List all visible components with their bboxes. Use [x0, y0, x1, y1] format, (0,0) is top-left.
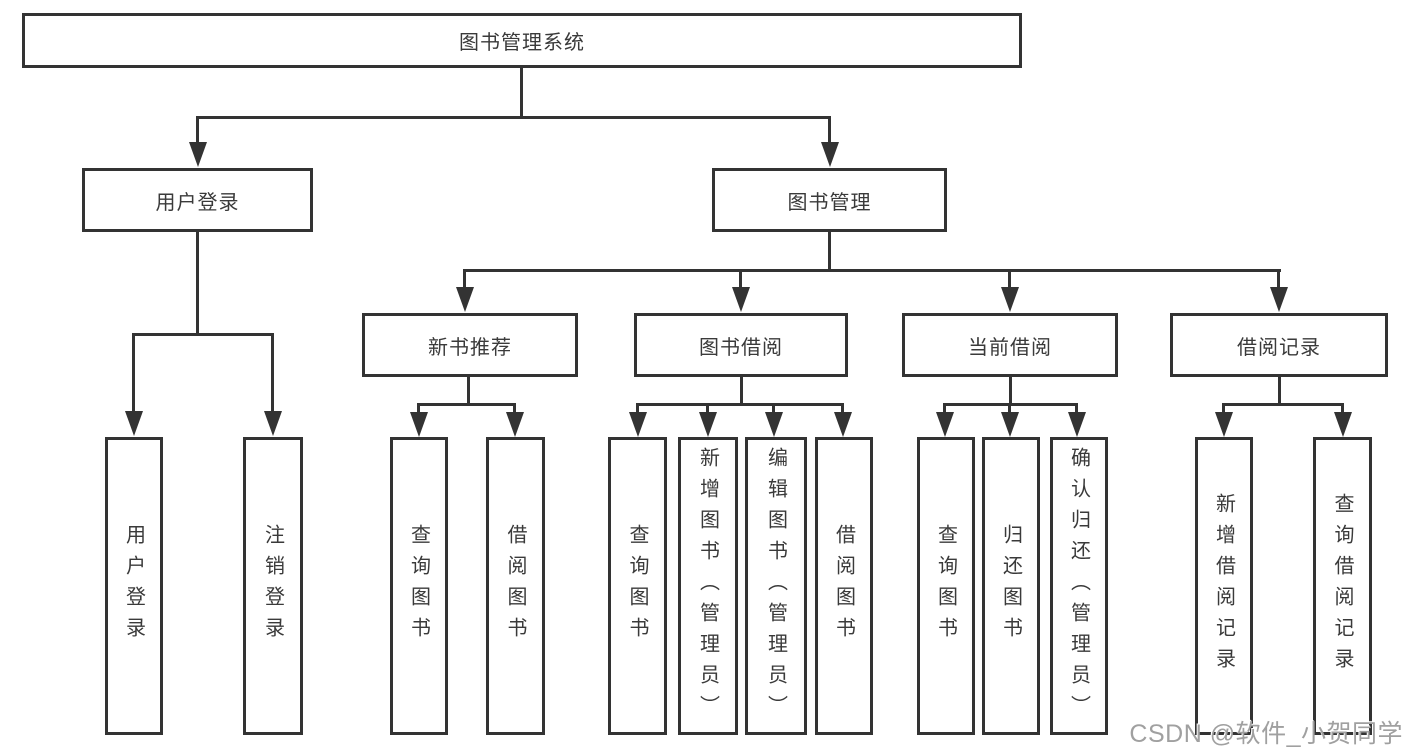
arrow-to-book-borrowing-icon: [739, 269, 742, 287]
connector-user-login-split: [133, 333, 274, 336]
connector-borrowing-split: [637, 403, 843, 406]
leaf-edit-books-admin-label: 编辑图书（管理员）: [764, 446, 787, 726]
arrow-current-return-icon: [1008, 403, 1011, 412]
leaf-edit-books-admin: 编辑图书（管理员）: [745, 437, 807, 735]
arrow-to-current-borrowing-icon: [1008, 269, 1011, 287]
arrow-borrowing-borrow-icon: [841, 403, 844, 412]
connector-root-stem: [520, 68, 523, 118]
leaf-return-books: 归还图书: [982, 437, 1040, 735]
leaf-query-books-borrowing: 查询图书: [608, 437, 667, 735]
leaf-return-books-label: 归还图书: [999, 524, 1022, 648]
connector-book-management-stem: [828, 232, 831, 271]
connector-current-stem: [1009, 377, 1012, 405]
leaf-query-books-current: 查询图书: [917, 437, 975, 735]
leaf-add-borrow-record: 新增借阅记录: [1195, 437, 1253, 735]
leaf-confirm-return-admin-label: 确认归还（管理员）: [1067, 446, 1090, 726]
node-current-borrowing: 当前借阅: [902, 313, 1118, 377]
connector-recommend-stem: [467, 377, 470, 405]
arrow-borrowing-edit-icon: [772, 403, 775, 412]
leaf-add-books-admin: 新增图书（管理员）: [678, 437, 738, 735]
connector-records-stem: [1278, 377, 1281, 405]
connector-user-login-stem: [196, 232, 199, 335]
connector-recommend-split: [418, 403, 516, 406]
node-new-book-recommendation: 新书推荐: [362, 313, 578, 377]
arrow-records-query-icon: [1341, 403, 1344, 412]
leaf-add-books-admin-label: 新增图书（管理员）: [696, 446, 719, 726]
arrow-records-add-icon: [1222, 403, 1225, 412]
leaf-add-borrow-record-label: 新增借阅记录: [1212, 493, 1235, 679]
arrow-current-query-icon: [943, 403, 946, 412]
arrow-current-confirm-icon: [1075, 403, 1078, 412]
leaf-borrow-books-borrowing: 借阅图书: [815, 437, 873, 735]
leaf-logout-label: 注销登录: [261, 524, 284, 648]
arrow-to-user-login-icon: [196, 116, 199, 142]
node-current-borrowing-label: 当前借阅: [968, 336, 1052, 359]
connector-root-split: [197, 116, 830, 119]
node-book-management-label: 图书管理: [787, 191, 872, 214]
leaf-confirm-return-admin: 确认归还（管理员）: [1050, 437, 1108, 735]
leaf-query-borrow-record: 查询借阅记录: [1313, 437, 1372, 735]
connector-records-split: [1223, 403, 1344, 406]
leaf-borrow-books-recommend-label: 借阅图书: [504, 524, 526, 648]
connector-book-management-split: [464, 269, 1281, 272]
leaf-query-borrow-record-label: 查询借阅记录: [1331, 493, 1353, 679]
node-user-login: 用户登录: [82, 168, 313, 232]
csdn-watermark: CSDN @软件_小贺同学: [1129, 720, 1403, 747]
leaf-logout: 注销登录: [243, 437, 303, 735]
node-root: 图书管理系统: [22, 13, 1022, 68]
node-book-borrowing-label: 图书借阅: [699, 336, 783, 359]
node-new-book-recommendation-label: 新书推荐: [428, 336, 512, 359]
connector-borrowing-stem: [740, 377, 743, 405]
arrow-borrowing-query-icon: [636, 403, 639, 412]
node-book-borrowing: 图书借阅: [634, 313, 848, 377]
arrow-to-leaf-logout-icon: [271, 333, 274, 411]
leaf-query-books-recommend: 查询图书: [390, 437, 448, 735]
arrow-to-borrowing-records-icon: [1277, 269, 1280, 287]
leaf-user-login-label: 用户登录: [122, 524, 145, 648]
node-borrowing-records: 借阅记录: [1170, 313, 1388, 377]
leaf-user-login: 用户登录: [105, 437, 163, 735]
arrow-to-new-book-recommendation-icon: [463, 269, 466, 287]
leaf-borrow-books-recommend: 借阅图书: [486, 437, 545, 735]
arrow-recommend-borrow-icon: [513, 403, 516, 412]
arrow-to-leaf-user-login-icon: [132, 333, 135, 411]
leaf-borrow-books-borrowing-label: 借阅图书: [832, 524, 855, 648]
leaf-query-books-recommend-label: 查询图书: [407, 524, 430, 648]
leaf-query-books-current-label: 查询图书: [934, 524, 957, 648]
node-user-login-label: 用户登录: [155, 191, 240, 214]
connector-current-split: [944, 403, 1078, 406]
node-book-management: 图书管理: [712, 168, 947, 232]
leaf-query-books-borrowing-label: 查询图书: [626, 524, 648, 648]
arrow-recommend-query-icon: [417, 403, 420, 412]
node-root-label: 图书管理系统: [459, 32, 585, 54]
node-borrowing-records-label: 借阅记录: [1237, 336, 1321, 359]
arrow-to-book-management-icon: [828, 116, 831, 142]
arrow-borrowing-add-icon: [706, 403, 709, 412]
